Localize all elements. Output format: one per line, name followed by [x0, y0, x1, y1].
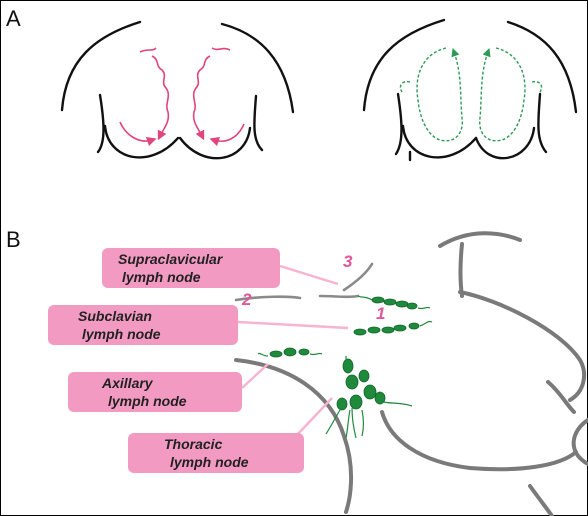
marker-number-2: 2 — [242, 290, 251, 310]
subclavian-label-line1: Subclavian — [48, 307, 238, 325]
subclavian-label-line2: lymph node — [48, 325, 238, 343]
marker-number-1: 1 — [376, 304, 385, 324]
axillary-label-line2: lymph node — [68, 392, 242, 410]
supraclavicular-label-line2: lymph node — [102, 268, 280, 286]
axillary-label-line1: Axillary — [68, 374, 242, 392]
axillary-label: Axillary lymph node — [68, 372, 242, 412]
thoracic-label: Thoracic lymph node — [128, 433, 304, 473]
thoracic-label-line1: Thoracic — [128, 435, 304, 453]
thoracic-label-line2: lymph node — [128, 453, 304, 471]
supraclavicular-label: Supraclavicular lymph node — [102, 248, 280, 288]
subclavian-label: Subclavian lymph node — [48, 305, 238, 345]
supraclavicular-label-line1: Supraclavicular — [102, 250, 280, 268]
marker-number-3: 3 — [343, 252, 352, 272]
lymph-node-chains — [270, 297, 419, 410]
body-side-outline — [236, 233, 588, 516]
